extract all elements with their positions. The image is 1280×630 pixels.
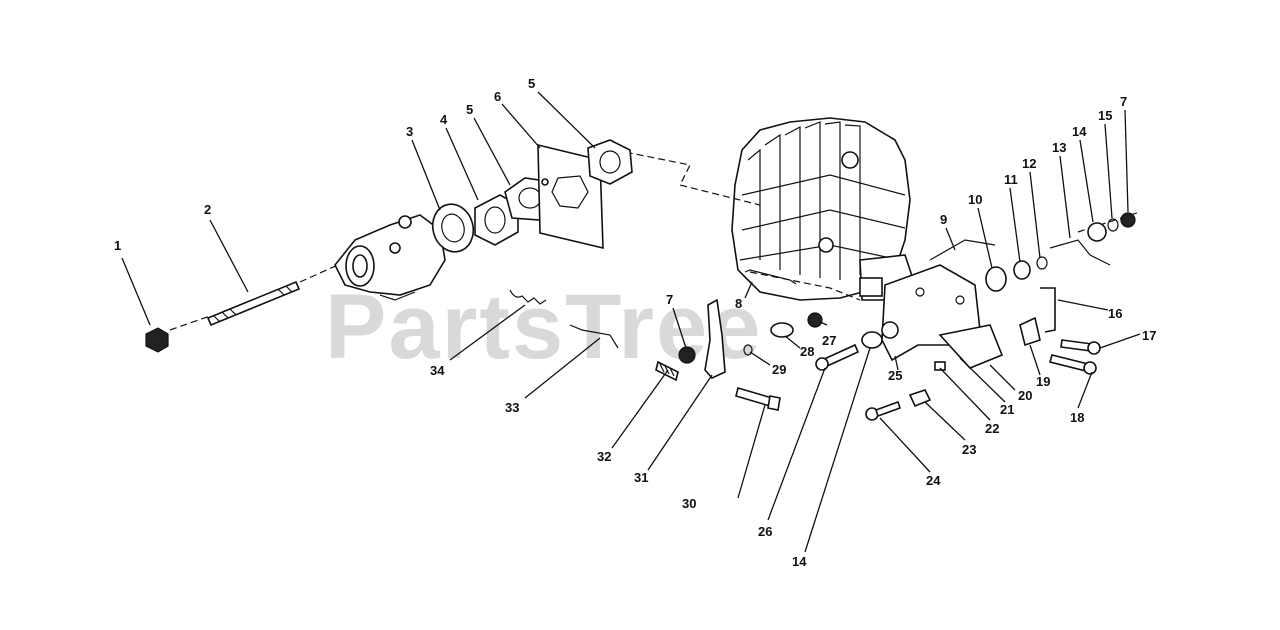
part-7-nut-lower xyxy=(678,346,696,364)
part-13-arm xyxy=(1049,239,1111,266)
part-5-gasket-b xyxy=(587,139,633,185)
part-30-bolt xyxy=(735,386,781,411)
callout-12: 12 xyxy=(1022,156,1036,171)
part-34-spring xyxy=(509,289,547,305)
callout-19: 19 xyxy=(1036,374,1050,389)
callout-26: 26 xyxy=(758,524,772,539)
part-6-plate xyxy=(537,143,604,250)
callout-20: 20 xyxy=(1018,388,1032,403)
leader-lines xyxy=(121,91,1141,553)
callout-5b: 5 xyxy=(528,76,535,91)
part-8-link xyxy=(744,269,797,285)
callout-11: 11 xyxy=(1004,172,1018,187)
part-22-block xyxy=(934,361,946,371)
part-11-bushing xyxy=(1013,260,1031,280)
part-17-bolt xyxy=(1060,339,1101,355)
part-19-clip xyxy=(1019,316,1041,347)
part-12-washer xyxy=(1036,256,1048,270)
part-26-bolt xyxy=(815,343,860,371)
callout-4: 4 xyxy=(440,112,448,127)
callout-9: 9 xyxy=(940,212,947,227)
callout-14-lower: 14 xyxy=(792,554,807,569)
callout-18: 18 xyxy=(1070,410,1084,425)
callout-16: 16 xyxy=(1108,306,1122,321)
part-28-washer xyxy=(770,322,794,338)
callout-8: 8 xyxy=(735,296,742,311)
callout-10: 10 xyxy=(968,192,982,207)
callout-labels: 1 2 3 4 5 6 5 7 8 9 10 11 12 13 14 15 7 … xyxy=(114,76,1156,569)
callout-14-top: 14 xyxy=(1072,124,1087,139)
callout-33: 33 xyxy=(505,400,519,415)
callout-1: 1 xyxy=(114,238,121,253)
part-1-nut xyxy=(145,327,169,353)
engine-block xyxy=(731,117,916,301)
part-18-bolt xyxy=(1049,354,1097,375)
callout-31: 31 xyxy=(634,470,648,485)
part-31-lever xyxy=(704,298,726,379)
part-3-gasket xyxy=(431,203,475,253)
callout-7-top: 7 xyxy=(1120,94,1127,109)
alignment-line-nut xyxy=(169,315,211,331)
callout-34: 34 xyxy=(430,363,445,378)
callout-13: 13 xyxy=(1052,140,1066,155)
part-7-nut-top xyxy=(1120,212,1136,228)
alignment-line-gasket xyxy=(614,149,761,206)
carburetor-body xyxy=(334,214,446,301)
callout-6: 6 xyxy=(494,89,501,104)
callout-5a: 5 xyxy=(466,102,473,117)
part-20-plate xyxy=(938,324,1004,369)
part-33-link-rod xyxy=(569,324,619,349)
part-4-spacer xyxy=(474,194,519,246)
part-29-washer xyxy=(743,344,753,356)
callout-30: 30 xyxy=(682,496,696,511)
alignment-line-stud2 xyxy=(299,263,341,283)
callout-27: 27 xyxy=(822,333,836,348)
part-15-washer xyxy=(1107,218,1119,232)
part-27-nut xyxy=(807,312,823,328)
callout-25: 25 xyxy=(888,368,902,383)
part-14-washer-top xyxy=(1087,222,1107,242)
part-9-link xyxy=(929,239,996,261)
part-10-seal xyxy=(985,266,1007,292)
callout-21: 21 xyxy=(1000,402,1014,417)
callout-23: 23 xyxy=(962,442,976,457)
part-14-washer-lower xyxy=(861,331,883,349)
callout-28: 28 xyxy=(800,344,814,359)
callout-32: 32 xyxy=(597,449,611,464)
callout-22: 22 xyxy=(985,421,999,436)
callout-29: 29 xyxy=(772,362,786,377)
callout-2: 2 xyxy=(204,202,211,217)
part-2-stud xyxy=(206,280,301,327)
callout-7-lower: 7 xyxy=(666,292,673,307)
alignment-line-link xyxy=(749,271,861,301)
callout-15: 15 xyxy=(1098,108,1112,123)
callout-24: 24 xyxy=(926,473,941,488)
part-16-bracket xyxy=(1040,287,1056,333)
callout-3: 3 xyxy=(406,124,413,139)
callout-17: 17 xyxy=(1142,328,1156,343)
part-24-screw xyxy=(865,400,902,421)
